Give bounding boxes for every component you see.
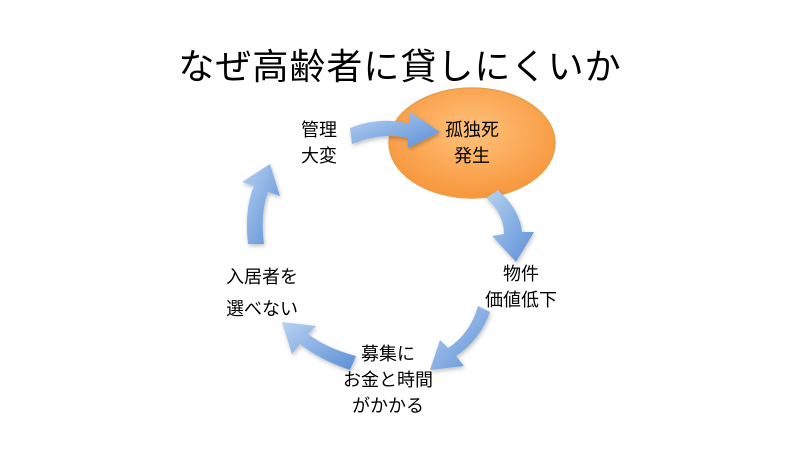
node-property-value-line2: 価値低下: [485, 290, 557, 311]
node-recruit-cost-line1: 募集に: [361, 344, 415, 365]
node-recruit-cost-line2: お金と時間: [343, 370, 433, 391]
arrow-lonely-death-to-property-value: [486, 190, 534, 262]
node-lonely-death-line1: 孤独死: [445, 120, 499, 141]
node-recruit-cost: 募集に お金と時間 がかかる: [328, 342, 448, 420]
node-management-line2: 大変: [301, 146, 337, 167]
node-lonely-death-line2: 発生: [454, 146, 490, 167]
node-tenant-choice-line1: 入居者を: [226, 267, 298, 288]
arrow-property-value-to-recruit-cost: [430, 306, 490, 370]
node-lonely-death: 孤独死 発生: [427, 118, 517, 170]
node-property-value-line1: 物件: [503, 264, 539, 285]
node-management: 管理 大変: [284, 118, 354, 170]
arrow-management-to-lonely-death: [350, 112, 440, 148]
node-tenant-choice: 入居者を 選べない: [212, 262, 312, 326]
arrow-recruit-cost-to-tenant-choice: [282, 322, 356, 370]
arrow-tenant-choice-to-management: [242, 164, 280, 244]
lonely-death-highlight: [388, 87, 556, 199]
slide-title: なぜ高齢者に貸しにくいか: [178, 47, 622, 88]
node-property-value: 物件 価値低下: [466, 262, 576, 314]
node-tenant-choice-line2: 選べない: [226, 299, 298, 320]
node-management-line1: 管理: [301, 120, 337, 141]
node-recruit-cost-line3: がかかる: [352, 396, 424, 417]
